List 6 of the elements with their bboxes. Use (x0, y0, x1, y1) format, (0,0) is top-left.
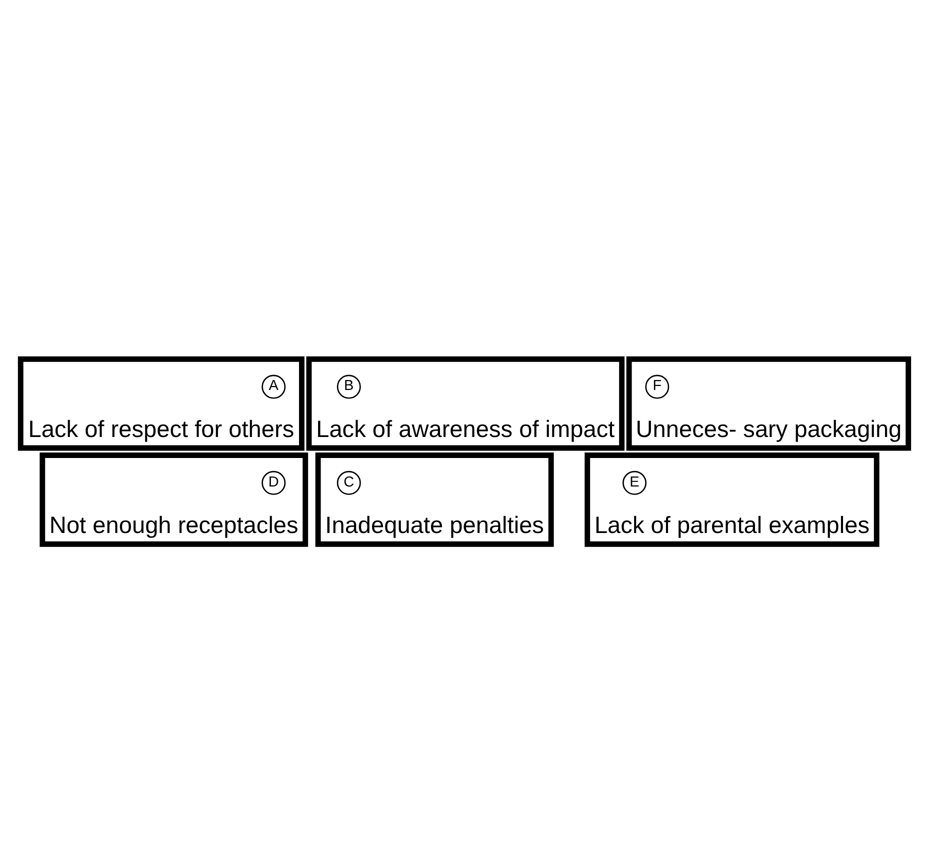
node-circle: D (262, 470, 286, 494)
node-circle: E (622, 470, 647, 494)
node-circle: B (336, 374, 361, 398)
node-circle: A (262, 374, 286, 398)
node-circle: C (336, 470, 361, 494)
node-circle: F (645, 374, 670, 398)
